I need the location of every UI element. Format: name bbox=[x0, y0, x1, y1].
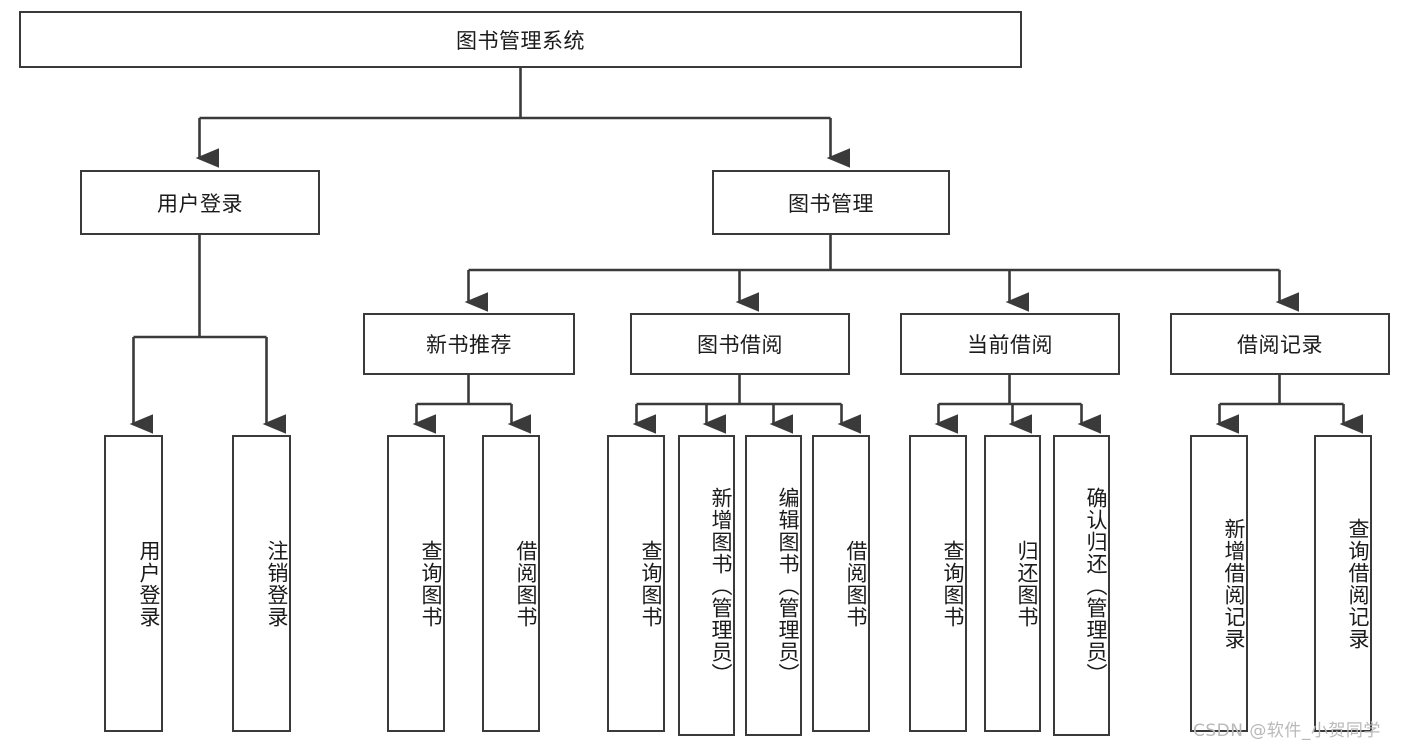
node-new-book-recommend-label: 新书推荐 bbox=[426, 333, 512, 357]
leaf-add-borrow-record[interactable]: 新增借阅记录 bbox=[1190, 435, 1248, 732]
node-user-login[interactable]: 用户登录 bbox=[80, 170, 320, 235]
leaf-query-book-borrow-label: 查询图书 bbox=[639, 539, 663, 628]
leaf-add-borrow-record-label: 新增借阅记录 bbox=[1222, 517, 1246, 650]
leaf-user-login-label: 用户登录 bbox=[137, 539, 161, 628]
csdn-watermark: CSDN @软件_小贺同学 bbox=[1193, 721, 1381, 741]
leaf-confirm-return-admin-label: 确认归还（管理员） bbox=[1084, 486, 1108, 685]
leaf-return-book[interactable]: 归还图书 bbox=[984, 435, 1041, 732]
node-borrow-record-label: 借阅记录 bbox=[1237, 333, 1323, 357]
leaf-query-book-borrow[interactable]: 查询图书 bbox=[607, 435, 665, 732]
leaf-confirm-return-admin[interactable]: 确认归还（管理员） bbox=[1053, 435, 1110, 736]
leaf-user-logout[interactable]: 注销登录 bbox=[232, 435, 291, 732]
node-book-borrow-label: 图书借阅 bbox=[697, 333, 783, 357]
leaf-query-borrow-record[interactable]: 查询借阅记录 bbox=[1314, 435, 1372, 732]
leaf-query-book-recommend-label: 查询图书 bbox=[419, 539, 443, 628]
leaf-edit-book-admin-label: 编辑图书（管理员） bbox=[776, 486, 800, 685]
node-root[interactable]: 图书管理系统 bbox=[19, 11, 1022, 68]
node-user-login-label: 用户登录 bbox=[157, 191, 243, 216]
leaf-query-book-recommend[interactable]: 查询图书 bbox=[387, 435, 445, 732]
node-book-borrow[interactable]: 图书借阅 bbox=[630, 313, 850, 375]
leaf-user-login[interactable]: 用户登录 bbox=[104, 435, 163, 732]
leaf-query-book-current-label: 查询图书 bbox=[941, 539, 965, 628]
leaf-query-book-current[interactable]: 查询图书 bbox=[909, 435, 967, 732]
node-root-label: 图书管理系统 bbox=[456, 28, 585, 53]
leaf-borrow-book[interactable]: 借阅图书 bbox=[812, 435, 870, 732]
node-new-book-recommend[interactable]: 新书推荐 bbox=[363, 313, 575, 375]
leaf-add-book-admin[interactable]: 新增图书（管理员） bbox=[678, 435, 735, 736]
leaf-edit-book-admin[interactable]: 编辑图书（管理员） bbox=[745, 435, 802, 736]
leaf-user-logout-label: 注销登录 bbox=[265, 539, 289, 628]
leaf-add-book-admin-label: 新增图书（管理员） bbox=[709, 486, 733, 685]
node-book-management-label: 图书管理 bbox=[788, 191, 874, 216]
node-borrow-record[interactable]: 借阅记录 bbox=[1170, 313, 1390, 375]
leaf-borrow-book-recommend-label: 借阅图书 bbox=[514, 539, 538, 628]
leaf-borrow-book-recommend[interactable]: 借阅图书 bbox=[482, 435, 540, 732]
leaf-borrow-book-label: 借阅图书 bbox=[844, 539, 868, 628]
node-current-borrow-label: 当前借阅 bbox=[967, 333, 1053, 357]
node-current-borrow[interactable]: 当前借阅 bbox=[900, 313, 1120, 375]
leaf-query-borrow-record-label: 查询借阅记录 bbox=[1346, 517, 1370, 650]
node-book-management[interactable]: 图书管理 bbox=[712, 170, 950, 235]
leaf-return-book-label: 归还图书 bbox=[1015, 539, 1039, 628]
